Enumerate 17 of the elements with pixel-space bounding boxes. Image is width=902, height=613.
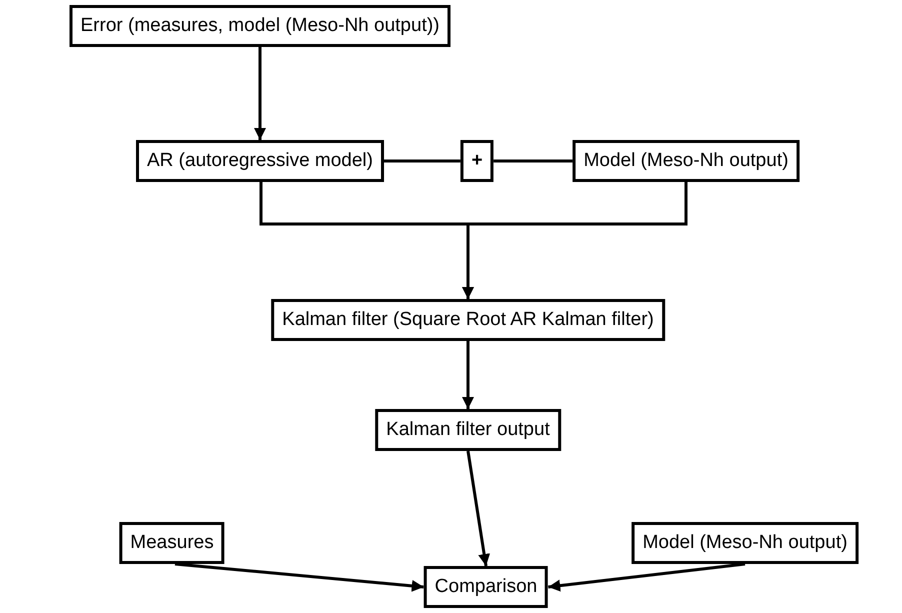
arrow <box>548 562 746 592</box>
process-box: + <box>460 140 494 182</box>
process-box: Measures <box>119 522 225 564</box>
arrow <box>462 341 474 409</box>
process-box: Comparison <box>424 566 548 608</box>
connector-line <box>494 160 573 162</box>
arrow <box>466 450 490 566</box>
process-box: AR (autoregressive model) <box>136 140 384 182</box>
process-box: Kalman filter (Square Root AR Kalman filter) <box>271 299 665 341</box>
process-box: Kalman filter output <box>375 409 561 451</box>
process-box: Error (measures, model (Meso-Nh output)) <box>70 5 450 47</box>
arrow <box>174 562 424 592</box>
process-box: Model (Meso-Nh output) <box>632 522 858 564</box>
arrow <box>254 47 266 140</box>
arrow <box>462 182 688 299</box>
connector-line <box>384 160 460 162</box>
process-box: Model (Meso-Nh output) <box>572 140 800 182</box>
